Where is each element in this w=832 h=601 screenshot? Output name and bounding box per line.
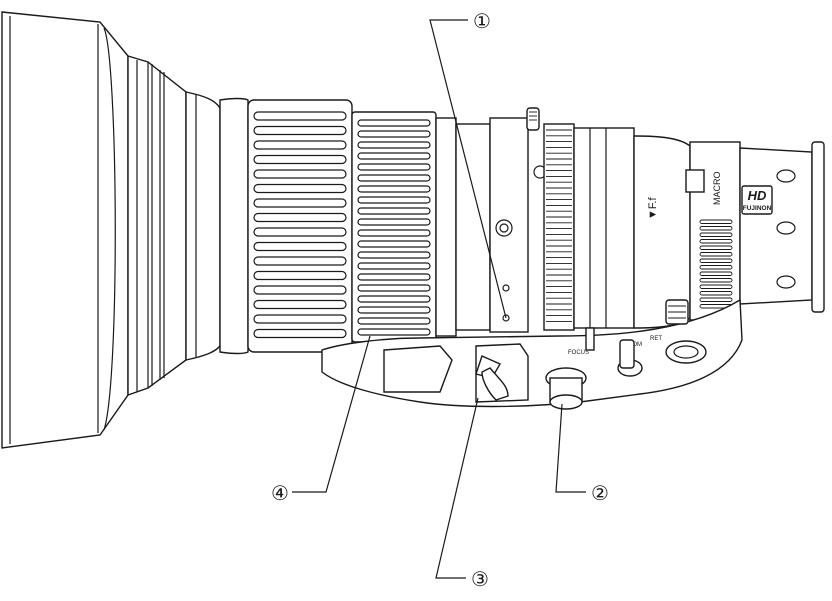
iris-rib [357,196,431,204]
zoom-rib [253,198,347,208]
iris-rib [357,130,431,138]
lens-hood [1,11,129,449]
rear-rib [699,258,733,263]
ret-marking: RET [650,336,662,342]
zoom-rib [253,241,347,252]
iris-rib [357,306,431,314]
rear-rib [699,245,733,250]
callout-1: ① [473,11,491,33]
zoom-rib [253,212,347,223]
iris-rib [357,185,431,193]
iris-rib [357,284,431,292]
focus-marking: FOCUS [568,350,589,356]
rear-rib [699,226,733,231]
callout-3: ③ [471,569,489,591]
iris-rib [357,240,431,248]
iris-rib [357,218,431,226]
zoom-rib [253,154,347,165]
iris-rib [357,229,431,237]
iris-rib [357,207,431,215]
iris-rib [357,119,431,127]
iris-rib [357,152,431,160]
rear-rib [699,232,733,237]
rear-rib [699,284,733,289]
iris-rib [357,174,431,182]
rear-rib [699,265,733,270]
iris-rib [357,251,431,259]
zoom-rib [253,140,347,150]
brand-hd-logo: HD [748,188,767,203]
zoom-ring [219,97,353,355]
zoom-rib [253,270,347,281]
rear-rib [699,278,733,283]
iris-rib [357,262,431,270]
rear-housing: ▼F.f MACRO [633,135,741,329]
iris-ring [351,111,457,343]
iris-rib [357,317,431,325]
zoom-rib [253,314,347,324]
callout-2: ② [591,483,609,505]
iris-rib [357,273,431,281]
zoom-rib [253,227,347,237]
zoom-rib [253,299,347,310]
rear-rib [699,297,733,302]
mid-barrel [455,107,547,333]
zoom-rib [253,183,347,194]
macro-marking: MACRO [712,172,722,206]
iris-rib [357,328,431,336]
gear-ring [543,123,635,331]
rear-rib [699,219,733,224]
brand-name-logo: FUJINON [743,205,772,212]
zoom-rib [253,169,347,179]
rear-rib [699,291,733,296]
rear-rib [699,252,733,257]
callout-4: ④ [271,483,289,505]
zoom-rib [253,328,347,339]
leader-lines [292,19,586,579]
zoom-rib [253,111,347,121]
iris-rib [357,141,431,149]
iris-rib [357,295,431,303]
lens-mount: HD FUJINON [739,141,825,313]
zoom-rib [253,285,347,295]
front-barrel [127,55,221,396]
drive-unit: FOCUS ZOOM RET [321,298,743,410]
rear-rib [699,239,733,244]
ff-marking: ▼F.f [647,197,659,220]
rear-rib [699,271,733,276]
zoom-rib [253,256,347,266]
zoom-rib [253,125,347,136]
iris-rib [357,163,431,171]
